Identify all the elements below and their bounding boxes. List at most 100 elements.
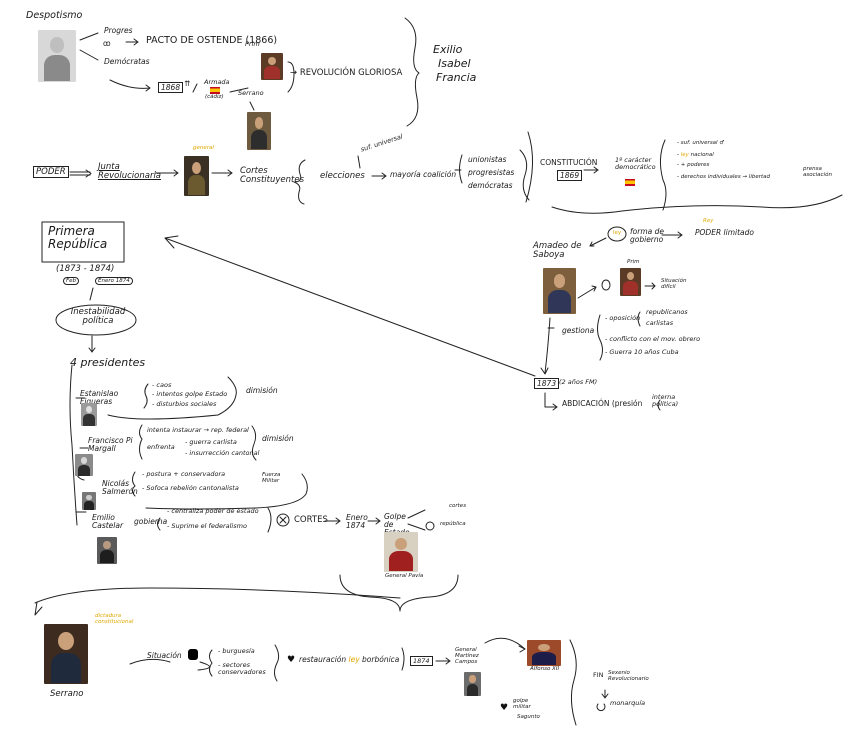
estanislao-figueras: Estanislao Figueras [80,389,119,406]
figueras-golpes: - intentos golpe Estado [152,390,228,398]
poder-limitado: PODER limitado [695,228,754,237]
pi-insurreccion: - insurrección cantonal [185,449,260,457]
elecciones: elecciones [320,171,365,181]
situacion-label: Situación [147,651,182,660]
dos-anos: (2 años FM) [559,378,598,386]
pi-margall-portrait [75,454,93,476]
general-portrait [184,156,209,196]
rey-tag: Rey [703,218,714,224]
monarquia: monarquía [610,699,646,707]
situacion-dificil: Situación difícil [661,278,687,290]
carlistas: carlistas [646,319,674,327]
junta-revolucionaria: Junta Revolucionaria [98,162,162,181]
isabel-label: Isabel [438,57,471,70]
amadeo-de-saboya: Amadeo de Saboya [533,241,582,260]
general-pavia: General Pavía [385,573,424,579]
nicolas-salmeron: Nicolás Salmerón [102,479,138,496]
golpe-cortes: cortes [449,503,467,509]
feb-tag: Feb [63,277,80,285]
serrano-label: Serrano [50,689,84,699]
fuerza-militar: Fuerza Militar [262,472,281,484]
burguesia: - burguesía [218,647,255,655]
salmeron-portrait [82,492,96,510]
cortes-label: CORTES [294,515,328,525]
general-tag: general [193,145,214,151]
year-1873: 1873 [534,378,560,389]
pacto-ostende: PACTO DE OSTENDE (1866) [146,35,278,46]
castelar-portrait [97,537,117,564]
revolucion-gloriosa: → REVOLUCIÓN GLORIOSA [290,68,403,78]
caract-4b: prensa asociación [803,166,832,178]
salmeron-sofoca: - Sofoca rebelión cantonalista [142,484,239,492]
prim-label-top: Prim [245,40,260,48]
alfonso-xii-portrait [527,640,561,666]
heart-icon-2: ♥ [500,703,509,713]
year-1874: 1874 [410,656,433,666]
unionistas: unionistas [468,155,507,164]
oposicion: - oposición [605,314,641,322]
abdicacion: ABDICACIÓN (presión [562,399,643,408]
isabel-ii-portrait [38,30,76,82]
enero-tag: Enero 1874 [95,277,133,285]
figueras-disturbios: - disturbios sociales [152,400,217,408]
presion-interna: interna política) [652,393,679,408]
enero-1874: Enero 1874 [346,513,368,530]
demo-label: Demócratas [104,57,150,66]
year-1869: 1869 [557,170,583,181]
fin-label: FIN [593,671,604,679]
pi-intenta: intenta instaurar → rep. federal [147,426,249,434]
pi-guerra-carlista: - guerra carlista [185,438,237,446]
golpe-republica: república [440,521,466,527]
caract-2: - ley nacional [677,152,714,158]
heart-icon: ♥ [287,655,296,665]
conflicto-obrero: - conflicto con el mov. obrero [605,335,701,343]
inestabilidad-politica: Inestabilidad política [70,307,126,326]
martinez-campos: General Martínez Campos [455,647,479,665]
progres-label: Progres [104,26,133,35]
alfonso-xii-label: Alfonso XII [530,666,560,672]
cuatro-presidentes: 4 presidentes [70,356,146,369]
progresistas: progresistas [468,168,515,177]
poder-box: PODER [33,166,69,178]
figueras-caos: - caos [152,381,172,389]
castelar-centraliza: - centraliza poder de estado [167,507,259,515]
guerra-cuba: - Guerra 10 años Cuba [605,348,679,356]
spain-flag-icon-2 [625,179,635,186]
caracter-democratico: 1º carácter democrático [615,156,656,171]
caract-4: - derechos individuales → libertad [677,174,770,180]
cadiz-label: (cádiz) [205,94,224,100]
primera-republica-title: Primera República [48,224,108,251]
arrows-up: ⇈ [184,79,191,88]
caract-1: - suf. universal ♂ [677,140,725,146]
dictadura-constitucional: dictadura constitucional [95,613,134,625]
prim-portrait-amadeo [620,268,641,296]
francisco-pi-margall: Francisco Pi Margall [88,436,133,453]
castelar-suprime: - Suprime el federalismo [167,522,247,530]
constitucion: CONSTITUCIÓN [540,158,598,167]
emilio-castelar: Emilio Castelar [92,513,124,530]
amadeo-portrait [543,268,576,314]
golpe-militar: golpe militar [513,698,531,710]
cortes-constituyentes: Cortes Constituyentes [240,166,305,185]
castelar-gobierna: gobierna [134,517,168,526]
sexenio-revolucionario: Sexenio Revolucionario [608,670,649,682]
pi-enfrenta: enfrenta [147,443,175,451]
figueras-portrait [81,403,97,426]
sagunto: Sagunto [517,714,540,720]
republica-years: (1873 - 1874) [56,264,115,274]
forma-gobierno: forma de gobierno [630,227,664,244]
despotismo-label: Despotismo [26,10,83,21]
prim-portrait-top [261,53,283,80]
dimision-2: dimisión [262,434,294,443]
year-1868: 1868 [158,82,184,93]
serrano-portrait-top [247,112,271,150]
dimision-1: dimisión [246,386,278,395]
exilio-label: Exilio [433,43,463,56]
armada-label: Armada [204,78,230,86]
mayoria-coalicion: mayoría coalición [390,170,457,179]
francia-label: Francia [436,71,477,84]
martinez-campos-portrait [464,672,481,696]
prim-label-amadeo: Prim [627,259,640,265]
republicanos: republicanos [646,308,688,316]
